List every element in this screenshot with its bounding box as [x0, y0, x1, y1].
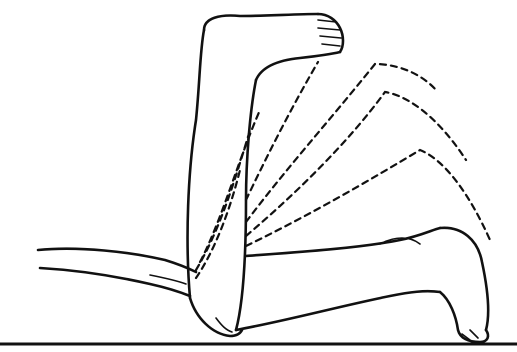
thigh-crease [150, 275, 186, 284]
resting-shin-upper-outline [246, 228, 440, 256]
motion-path-3 [246, 92, 466, 236]
motion-path-4 [246, 150, 490, 246]
motion-path-2 [246, 64, 436, 222]
shin-front-outline [236, 80, 256, 330]
raised-foot-sole [256, 52, 340, 80]
knee-bottom-outline [190, 298, 242, 336]
knee-crease [216, 318, 232, 332]
resting-heel-outline [440, 228, 488, 330]
raised-heel-outline [204, 14, 318, 30]
motion-path-6 [196, 130, 250, 270]
motion-path-7 [200, 110, 260, 262]
resting-shin-lower-outline [236, 291, 440, 330]
thigh-lower-outline [40, 268, 190, 296]
